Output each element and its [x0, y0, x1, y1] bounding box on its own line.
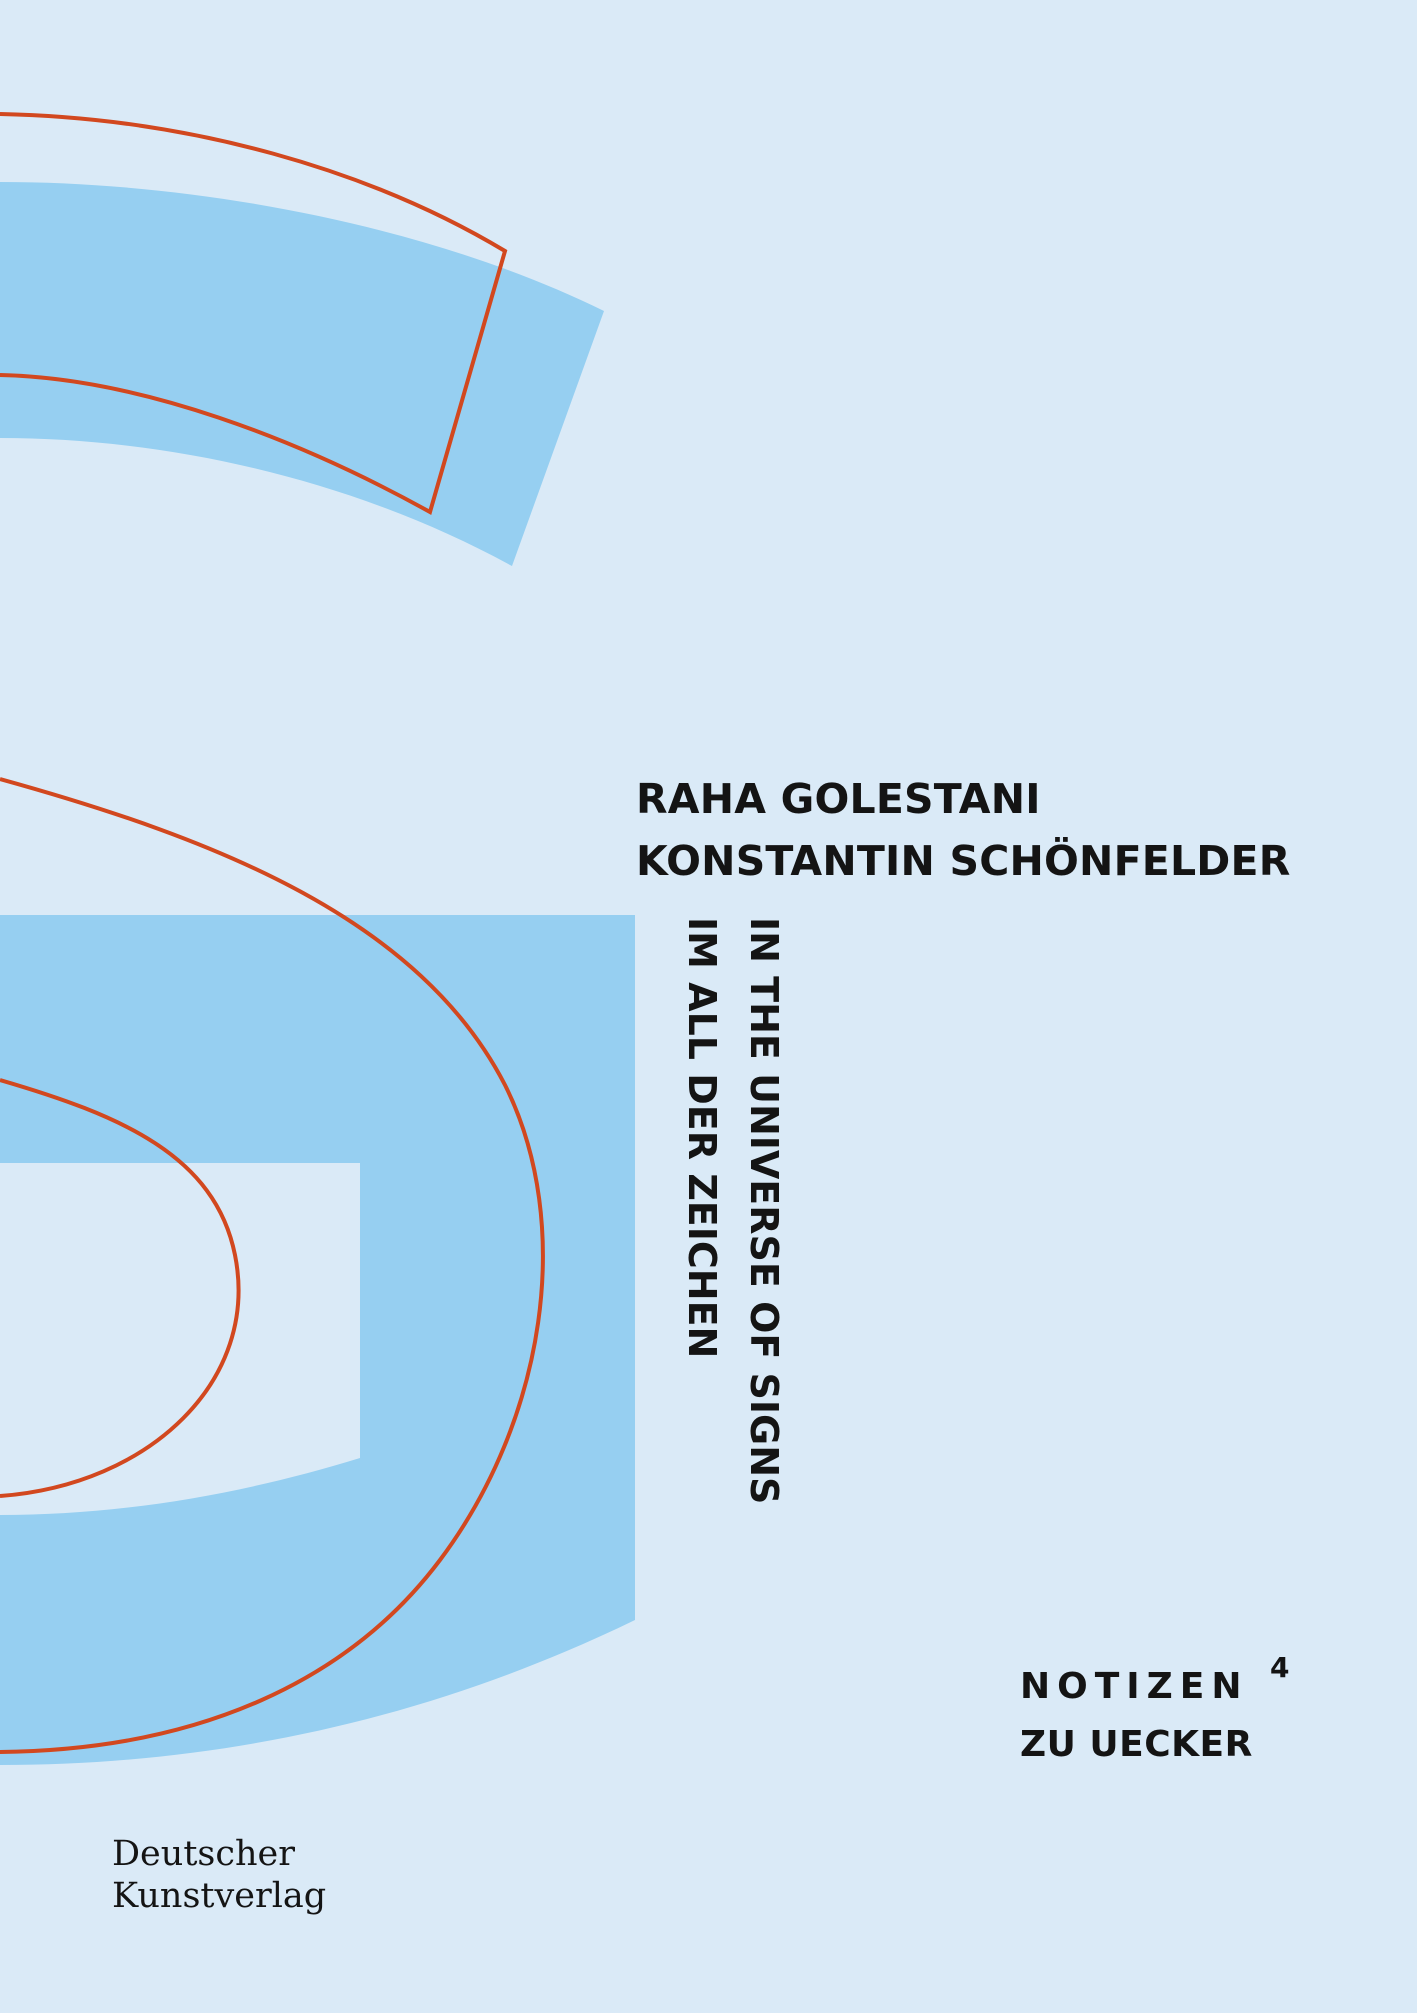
blue-g-bowl	[0, 915, 635, 1765]
author-name: RAHA GOLESTANI	[636, 775, 1041, 823]
series-subtitle: ZU UECKER	[1020, 1724, 1253, 1765]
series-number: 4	[1270, 1651, 1290, 1684]
title-german: IM ALL DER ZEICHEN	[680, 917, 724, 1359]
orange-outline-inner	[0, 1078, 241, 1498]
series-label: NOTIZEN 4 ZU UECKER	[1020, 1651, 1289, 1767]
title-english: IN THE UNIVERSE OF SIGNS	[742, 917, 786, 1505]
author-names: RAHA GOLESTANI KONSTANTIN SCHÖNFELDER	[636, 768, 1291, 892]
publisher-name-line: Deutscher	[112, 1834, 295, 1874]
author-name: KONSTANTIN SCHÖNFELDER	[636, 837, 1291, 885]
orange-outline-bowl	[0, 777, 545, 1754]
publisher-name-line: Kunstverlag	[112, 1876, 327, 1916]
orange-outline-top	[0, 112, 508, 515]
blue-s-top-arc	[0, 182, 604, 566]
publisher-logo: Deutscher Kunstverlag	[112, 1833, 326, 1917]
series-name: NOTIZEN	[1020, 1666, 1249, 1707]
